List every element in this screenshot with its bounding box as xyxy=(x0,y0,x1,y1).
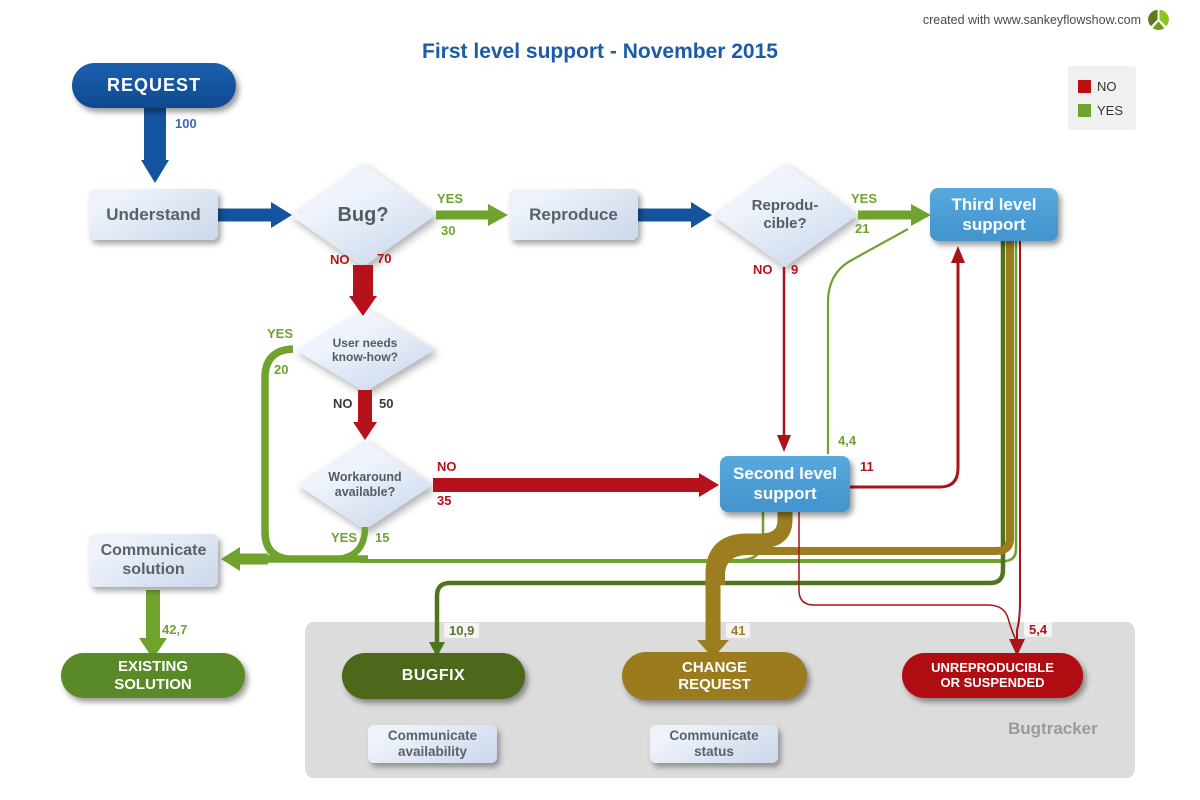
arrow-reproducible-yes xyxy=(911,204,931,226)
label-work-yes-tag: YES xyxy=(331,530,358,545)
legend-yes-label: YES xyxy=(1097,103,1124,118)
label-second-third-red: 11 xyxy=(860,459,874,474)
legend: NO YES xyxy=(1068,66,1136,130)
arrow-to-existing xyxy=(139,638,167,659)
arrow-into-commsolution xyxy=(221,547,240,571)
flow-third-commsolution xyxy=(1003,241,1018,563)
label-bug-yes-value: 30 xyxy=(441,223,456,238)
arrow-to-unreproducible xyxy=(1009,639,1025,656)
node-request: REQUEST xyxy=(72,63,236,108)
node-communicate-availability: Communicate availability xyxy=(368,725,497,763)
arrow-reproducible-no xyxy=(777,435,791,452)
node-bug: Bug? xyxy=(290,163,436,267)
arrow-to-bugfix xyxy=(429,642,445,657)
label-work-no-value: 35 xyxy=(437,493,452,508)
label-repro-yes-value: 21 xyxy=(855,221,870,236)
flow-third-changerequest xyxy=(717,241,1014,585)
flow-third-unreproducible xyxy=(1016,241,1021,639)
label-know-no-tag: NO xyxy=(333,396,353,411)
arrow-to-changerequest xyxy=(697,640,729,658)
node-communicate-solution: Communicate solution xyxy=(89,534,218,587)
arrow-understand-bug xyxy=(271,202,292,228)
sankeyflowshow-logo-icon xyxy=(1147,8,1170,31)
arrow-reproduce-reproducible xyxy=(691,202,712,228)
label-to-change-request: 41 xyxy=(726,623,751,638)
node-second-level-support: Second level support xyxy=(720,456,850,512)
credit-line: created with www.sankeyflowshow.com xyxy=(923,8,1170,31)
label-bug-no-value: 70 xyxy=(377,251,392,266)
flow-second-changerequest xyxy=(705,512,793,640)
label-work-no-tag: NO xyxy=(437,459,457,474)
arrow-second-third-red xyxy=(951,246,965,263)
label-know-yes-value: 20 xyxy=(274,362,289,377)
node-understand: Understand xyxy=(89,189,218,240)
label-repro-yes-tag: YES xyxy=(851,191,878,206)
credit-text: created with www.sankeyflowshow.com xyxy=(922,12,1141,27)
node-reproducible: Reprodu- cible? xyxy=(712,163,858,267)
label-to-bugfix: 10,9 xyxy=(444,623,480,638)
label-bug-no-tag: NO xyxy=(330,252,350,267)
label-bug-yes-tag: YES xyxy=(437,191,464,206)
page-title: First level support - November 2015 xyxy=(422,40,778,63)
node-workaround: Workaround available? xyxy=(297,440,433,530)
label-to-unreproducible: 5,4 xyxy=(1024,622,1053,637)
label-to-existing: 42,7 xyxy=(162,622,188,637)
legend-no-swatch xyxy=(1078,80,1091,93)
label-know-yes-tag: YES xyxy=(267,326,294,341)
flow-second-unreproducible xyxy=(798,512,1017,641)
flow-knowhow-yes xyxy=(261,345,294,563)
label-work-yes-value: 15 xyxy=(375,530,390,545)
node-communicate-status: Communicate status xyxy=(650,725,778,763)
node-reproduce: Reproduce xyxy=(509,189,638,240)
node-change-request: CHANGE REQUEST xyxy=(622,652,807,700)
flow-second-third-red xyxy=(850,263,960,489)
node-third-level-support: Third level support xyxy=(930,188,1058,241)
label-flow-100: 100 xyxy=(175,116,197,131)
label-second-third-green: 4,4 xyxy=(838,433,857,448)
label-bugtracker: Bugtracker xyxy=(1008,719,1098,738)
legend-yes-swatch xyxy=(1078,104,1091,117)
arrow-bug-no xyxy=(349,296,377,316)
node-bugfix: BUGFIX xyxy=(342,653,525,699)
node-unreproducible: UNREPRODUCIBLE OR SUSPENDED xyxy=(902,653,1083,698)
label-know-no-value: 50 xyxy=(379,396,394,411)
arrow-knowhow-no xyxy=(353,422,377,440)
legend-item-yes: YES xyxy=(1078,103,1126,118)
label-repro-no-value: 9 xyxy=(791,262,799,277)
node-existing-solution: EXISTING SOLUTION xyxy=(61,653,245,698)
node-know-how: User needs know-how? xyxy=(295,308,435,392)
arrow-request-understand xyxy=(141,160,169,183)
arrow-workaround-no xyxy=(699,473,719,497)
flow-second-third-green xyxy=(826,228,909,454)
legend-no-label: NO xyxy=(1097,79,1117,94)
arrow-bug-yes xyxy=(488,204,508,226)
legend-item-no: NO xyxy=(1078,79,1126,94)
label-repro-no-tag: NO xyxy=(753,262,773,277)
